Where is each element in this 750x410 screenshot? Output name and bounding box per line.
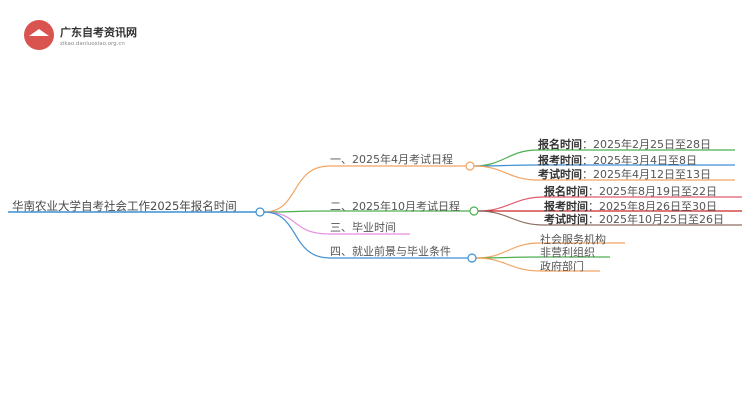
branch-collapse-toggle[interactable]: [467, 253, 477, 263]
branch-connector: [263, 165, 466, 213]
branch-collapse-toggle[interactable]: [465, 161, 475, 171]
career-nonprofit: 非营利组织: [540, 246, 595, 259]
branch-october-exam: 二、2025年10月考试日程: [330, 200, 460, 213]
branch-employment: 四、就业前景与毕业条件: [330, 245, 451, 258]
leaf-connector: [475, 257, 600, 272]
branch-graduation-time: 三、毕业时间: [330, 221, 396, 234]
apr-registration-time: 报名时间：2025年2月25日至28日: [538, 138, 711, 151]
root-topic: 华南农业大学自考社会工作2025年报名时间: [12, 199, 237, 213]
root-collapse-toggle[interactable]: [255, 207, 265, 217]
leaf-value: ：2025年10月25日至26日: [588, 213, 724, 226]
graduation-cap-icon: [24, 20, 54, 50]
site-url: zikao.danluoxiao.org.cn: [60, 41, 125, 47]
leaf-value: ：2025年2月25日至28日: [582, 138, 711, 151]
leaf-value: ：2025年3月4日至8日: [582, 154, 697, 167]
branch-connector: [263, 211, 468, 259]
leaf-key: 报名时间: [544, 185, 588, 198]
oct-application-time: 报考时间：2025年8月26日至30日: [544, 200, 717, 213]
leaf-key: 报考时间: [538, 154, 582, 167]
leaf-key: 考试时间: [538, 168, 582, 181]
branch-april-exam: 一、2025年4月考试日程: [330, 153, 453, 166]
branch-collapse-toggle[interactable]: [469, 206, 479, 216]
leaf-key: 报名时间: [538, 138, 582, 151]
leaf-value: ：2025年8月26日至30日: [588, 200, 717, 213]
career-government: 政府部门: [540, 260, 584, 273]
oct-exam-time: 考试时间：2025年10月25日至26日: [544, 213, 724, 226]
leaf-value: ：2025年4月12日至13日: [582, 168, 711, 181]
branch-connector: [263, 211, 410, 235]
leaf-key: 报考时间: [544, 200, 588, 213]
leaf-key: 考试时间: [544, 213, 588, 226]
apr-exam-time: 考试时间：2025年4月12日至13日: [538, 168, 711, 181]
oct-registration-time: 报名时间：2025年8月19日至22日: [544, 185, 717, 198]
career-social-service: 社会服务机构: [540, 233, 606, 246]
leaf-connector: [473, 165, 735, 181]
leaf-connector: [477, 210, 742, 226]
leaf-value: ：2025年8月19日至22日: [588, 185, 717, 198]
site-name: 广东自考资讯网: [60, 26, 137, 39]
apr-application-time: 报考时间：2025年3月4日至8日: [538, 154, 697, 167]
branch-connector: [263, 210, 470, 213]
site-logo[interactable]: 广东自考资讯网 zikao.danluoxiao.org.cn: [24, 20, 144, 56]
